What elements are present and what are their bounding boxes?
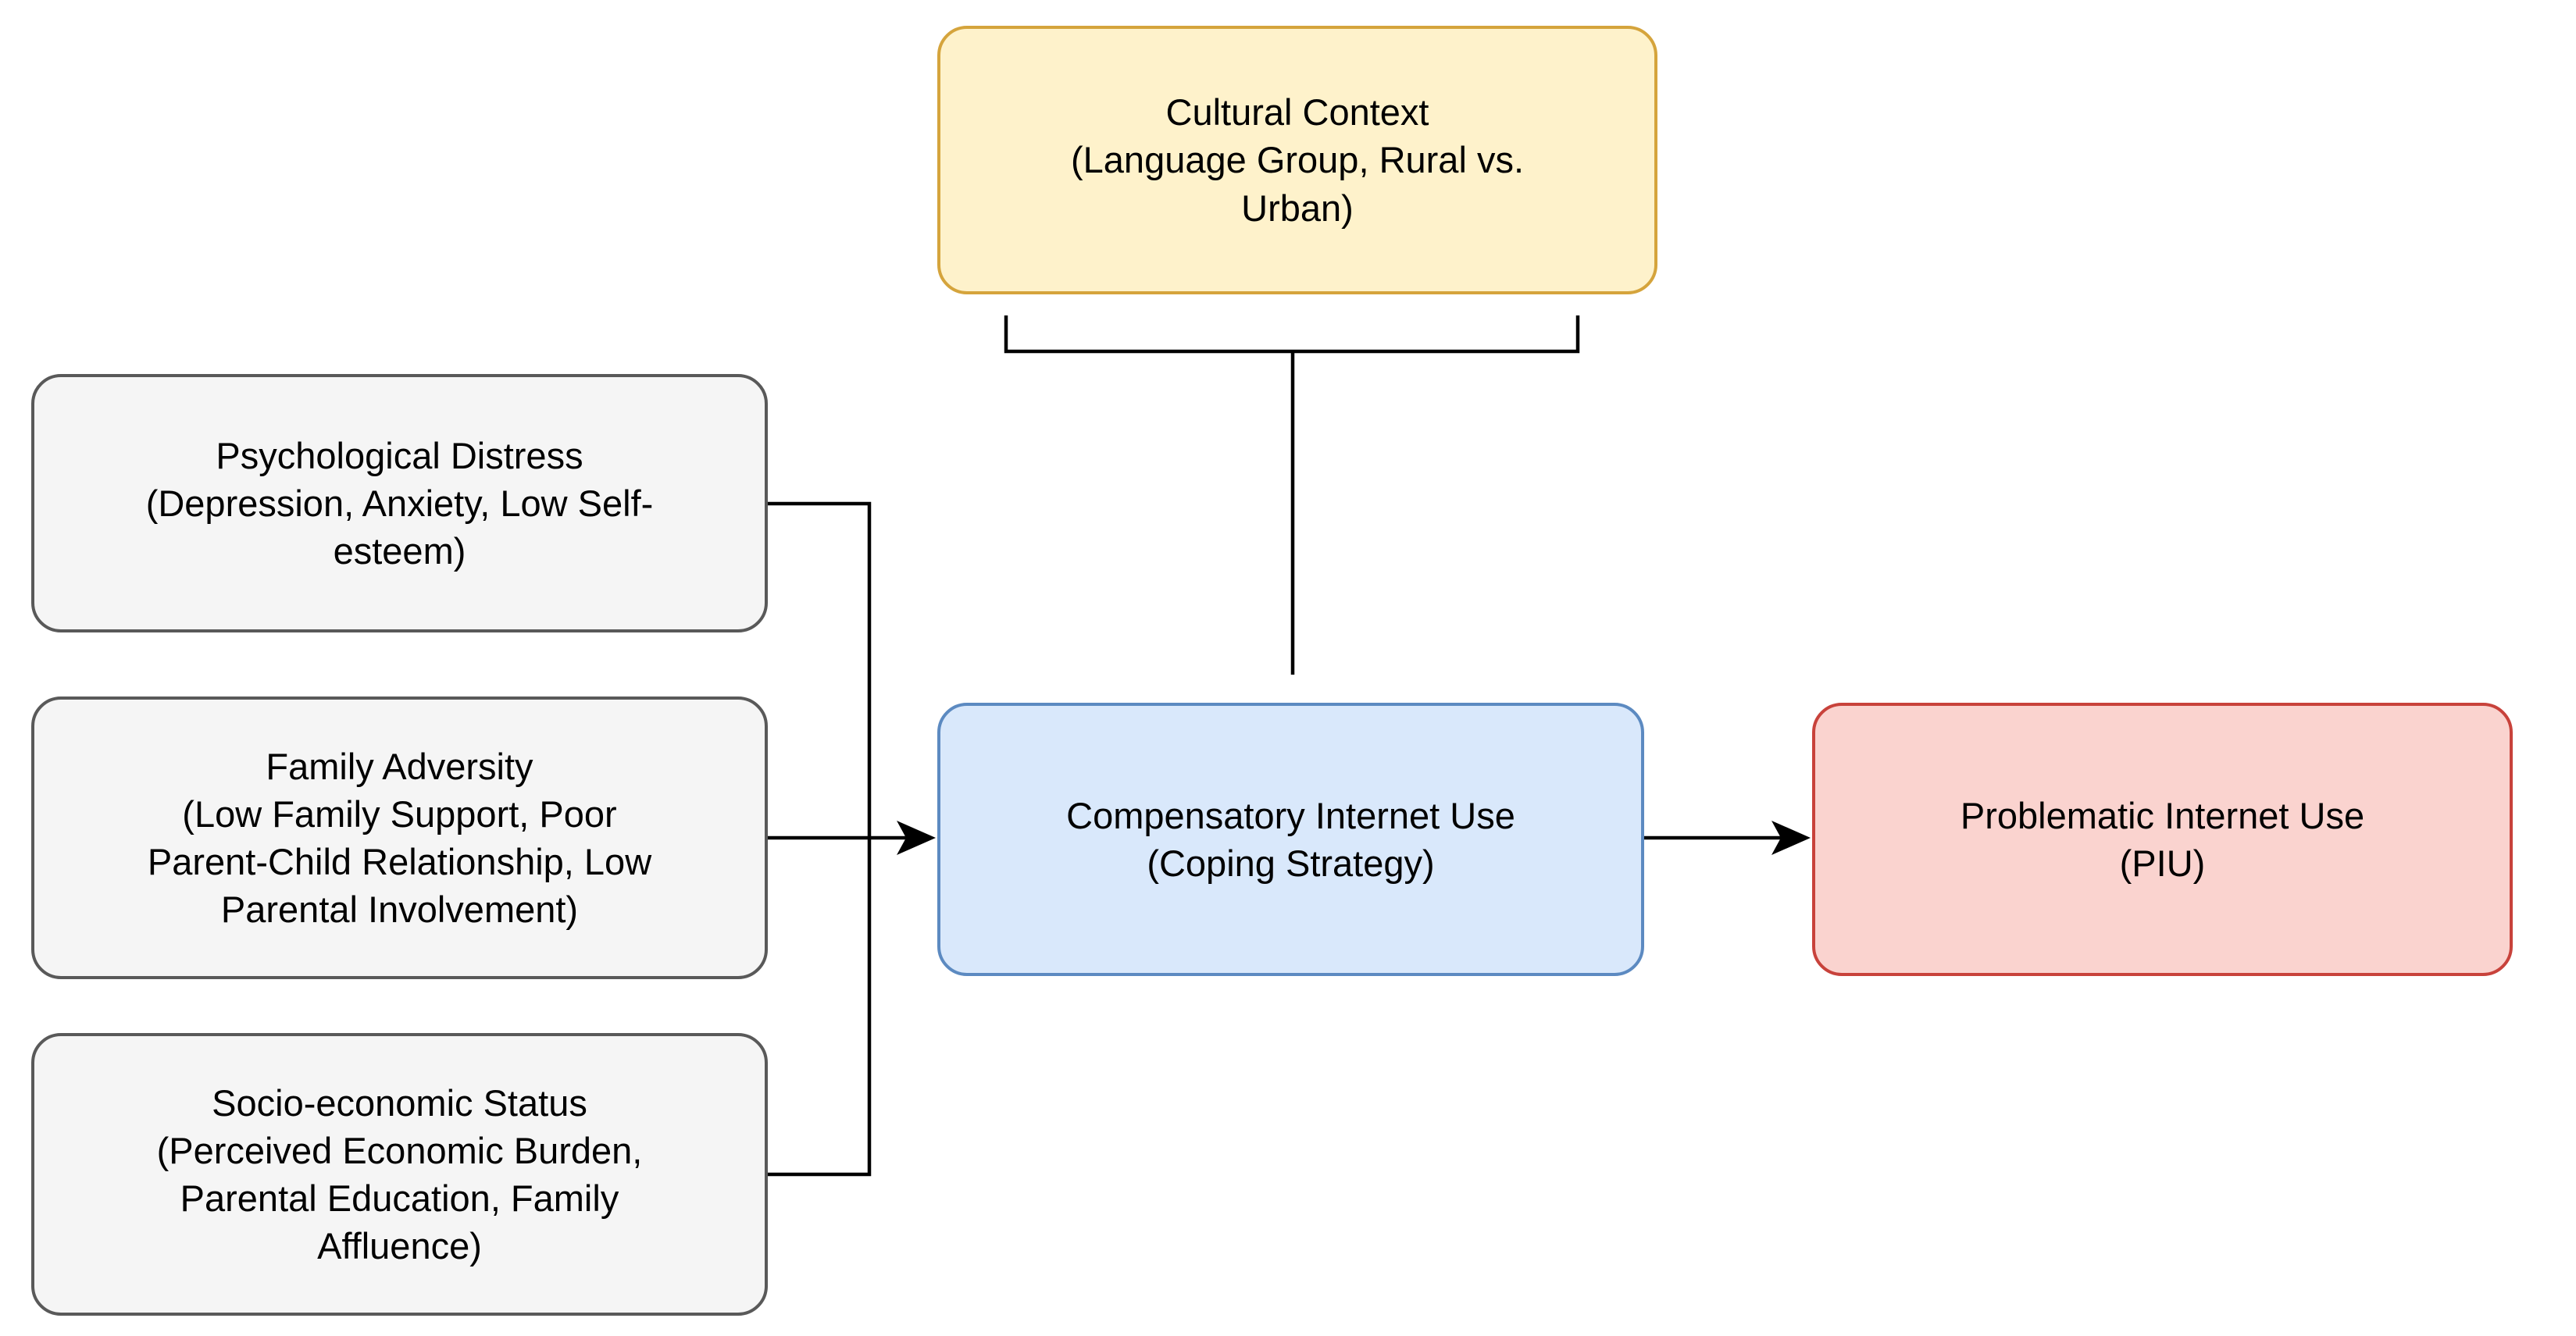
arrowhead-into-ciu-icon xyxy=(897,821,936,855)
node-family-adversity-label: Family Adversity (Low Family Support, Po… xyxy=(147,745,652,931)
node-compensatory-internet-use: Compensatory Internet Use (Coping Strate… xyxy=(937,703,1644,976)
node-socioeconomic-status-label: Socio-economic Status (Perceived Economi… xyxy=(156,1081,643,1267)
node-problematic-internet-use-label: Problematic Internet Use (PIU) xyxy=(1960,794,2365,884)
node-socioeconomic-status: Socio-economic Status (Perceived Economi… xyxy=(31,1033,768,1316)
node-cultural-context-label: Cultural Context (Language Group, Rural … xyxy=(1071,91,1524,229)
arrowhead-into-piu-icon xyxy=(1771,821,1811,855)
moderation-bracket xyxy=(1004,315,1580,354)
node-cultural-context: Cultural Context (Language Group, Rural … xyxy=(937,26,1657,294)
node-psychological-distress: Psychological Distress (Depression, Anxi… xyxy=(31,374,768,632)
node-psychological-distress-label: Psychological Distress (Depression, Anxi… xyxy=(145,434,654,572)
node-compensatory-internet-use-label: Compensatory Internet Use (Coping Strate… xyxy=(1066,794,1515,884)
node-family-adversity: Family Adversity (Low Family Support, Po… xyxy=(31,697,768,979)
node-problematic-internet-use: Problematic Internet Use (PIU) xyxy=(1812,703,2513,976)
edge-predictors-merge-line xyxy=(768,501,872,1177)
